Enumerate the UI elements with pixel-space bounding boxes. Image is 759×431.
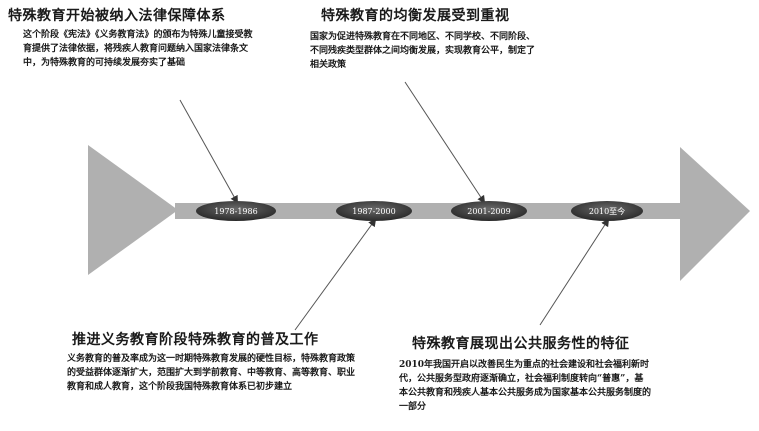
period-title-2001-2009: 特殊教育的均衡发展受到重视: [321, 8, 510, 24]
period-title-1987-2000: 推进义务教育阶段特殊教育的普及工作: [72, 332, 319, 348]
connector-2010: [539, 218, 610, 326]
period-label: 1978-1986: [214, 207, 257, 216]
period-title-2010: 特殊教育展现出公共服务性的特征: [412, 336, 630, 352]
period-desc-2001-2009: 国家为促进特殊教育在不同地区、不同学校、不同阶段、不同残疾类型群体之间均衡发展，…: [310, 32, 536, 70]
period-desc-2010: 2010年我国开启以改善民生为重点的社会建设和社会福利新时代，公共服务型政府逐渐…: [399, 360, 652, 412]
connector-1978-1986: [179, 99, 238, 204]
connector-2001-2009: [404, 81, 486, 204]
period-label: 2010至今: [589, 206, 625, 216]
timeline-tail: [88, 145, 178, 275]
period-pill-1978-1986: 1978-1986: [196, 201, 276, 221]
period-desc-1987-2000: 义务教育的普及率成为这一时期特殊教育发展的硬性目标，特殊教育政策的受益群体逐渐扩…: [67, 354, 356, 392]
period-label: 1987-2000: [352, 207, 395, 216]
timeline-arrowhead: [680, 147, 750, 281]
period-desc-1978-1986: 这个阶段《宪法》《义务教育法》的颁布为特殊儿童接受教育提供了法律依据，将残疾人教…: [23, 30, 253, 68]
period-title-1978-1986: 特殊教育开始被纳入法律保障体系: [8, 8, 226, 24]
period-pill-1987-2000: 1987-2000: [336, 201, 412, 221]
timeline-bar: [175, 203, 685, 219]
period-label: 2001-2009: [467, 207, 510, 216]
connector-1987-2000: [294, 218, 377, 331]
period-pill-2001-2009: 2001-2009: [451, 201, 527, 221]
period-pill-2010: 2010至今: [571, 201, 643, 221]
